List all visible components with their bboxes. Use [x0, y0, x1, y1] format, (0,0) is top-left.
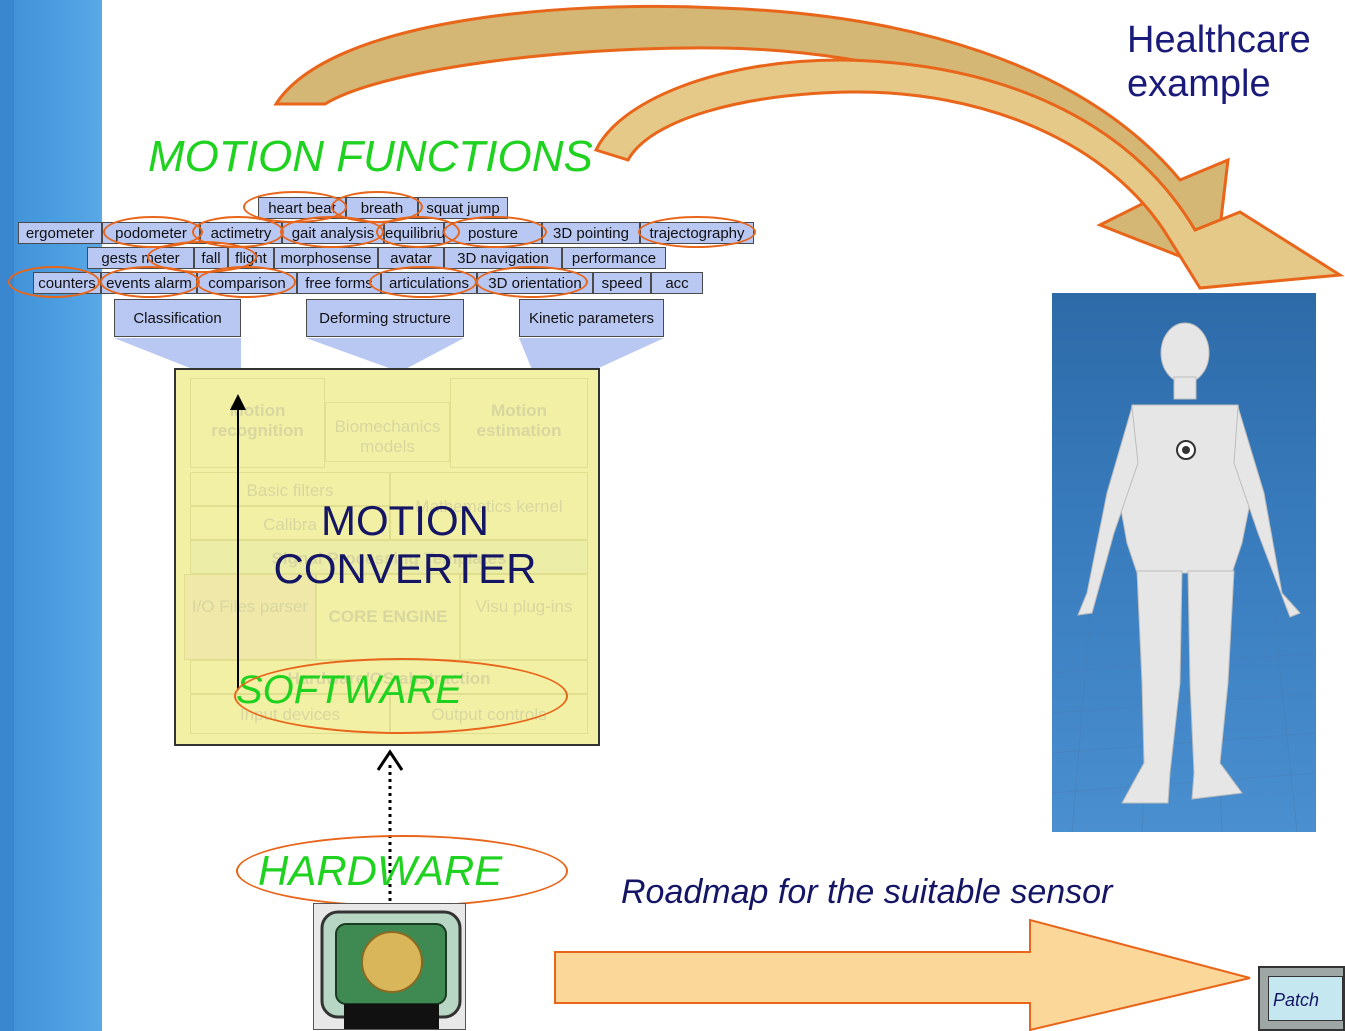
function-chip: speed: [593, 272, 651, 294]
cell-io-files: I/O Files parser: [184, 574, 316, 660]
sensor-device-photo: [313, 903, 466, 1030]
funnel-classification: [114, 338, 241, 372]
category-kinetic-parameters: Kinetic parameters: [519, 299, 664, 337]
function-chip: actimetry: [200, 222, 282, 244]
function-chip: gests meter: [87, 247, 194, 269]
function-chip: comparison: [197, 272, 297, 294]
function-chip: avatar: [378, 247, 444, 269]
function-chip: posture: [444, 222, 542, 244]
category-deforming-structure: Deforming structure: [306, 299, 464, 337]
function-chip: squat jump: [418, 197, 508, 219]
cell-basic-filters: Basic filters: [190, 472, 390, 506]
function-chip: acc: [651, 272, 703, 294]
function-chip: podometer: [102, 222, 200, 244]
curved-arrow-1: [273, 4, 1230, 273]
patch-button[interactable]: Patch: [1258, 966, 1345, 1031]
funnel-deforming: [306, 338, 464, 372]
function-chip: ergometer: [18, 222, 102, 244]
cell-signal-templates: Signal Processing Templates: [190, 540, 588, 574]
cell-math-kernel: Mathematics kernel: [390, 472, 588, 540]
function-chip: flight: [228, 247, 274, 269]
function-chip: fall: [194, 247, 228, 269]
function-chip: events alarm: [101, 272, 197, 294]
cell-calibration: Calibra: [190, 506, 390, 540]
avatar-drawing: [1052, 322, 1316, 832]
function-chip: articulations: [381, 272, 477, 294]
category-classification: Classification: [114, 299, 241, 337]
function-chip: performance: [562, 247, 666, 269]
hardware-link-arrowhead: [376, 749, 404, 771]
curved-arrow-2: [593, 58, 1345, 290]
function-chip: 3D pointing: [542, 222, 640, 244]
motion-converter-engine: Motion recognition Biomechanics models M…: [174, 368, 600, 746]
function-chip: morphosense: [274, 247, 378, 269]
function-chip: equilibrium: [384, 222, 458, 244]
sidebar-edge: [0, 0, 14, 1031]
function-chip: free forms: [297, 272, 381, 294]
left-sidebar-band: [0, 0, 102, 1031]
cell-hw-abstraction: Hardware/OS abstraction: [190, 660, 588, 694]
roadmap-label: Roadmap for the suitable sensor: [621, 873, 1113, 911]
cell-biomechanics: Biomechanics models: [325, 402, 450, 462]
human-avatar-image: [1052, 293, 1316, 832]
roadmap-arrow: [554, 918, 1251, 1031]
function-chip: counters: [33, 272, 101, 294]
patch-label: Patch: [1268, 976, 1343, 1021]
function-chip: 3D navigation: [444, 247, 562, 269]
funnel-kinetic: [519, 338, 664, 372]
cell-motion-estimation: Motion estimation: [450, 378, 588, 468]
software-label: SOFTWARE: [236, 668, 462, 712]
hardware-label: HARDWARE: [258, 847, 503, 894]
function-chip: trajectography: [640, 222, 754, 244]
device-drawing: [314, 904, 465, 1029]
vertical-flow-arrowhead: [230, 394, 246, 410]
motion-functions-title: MOTION FUNCTIONS: [148, 132, 593, 181]
